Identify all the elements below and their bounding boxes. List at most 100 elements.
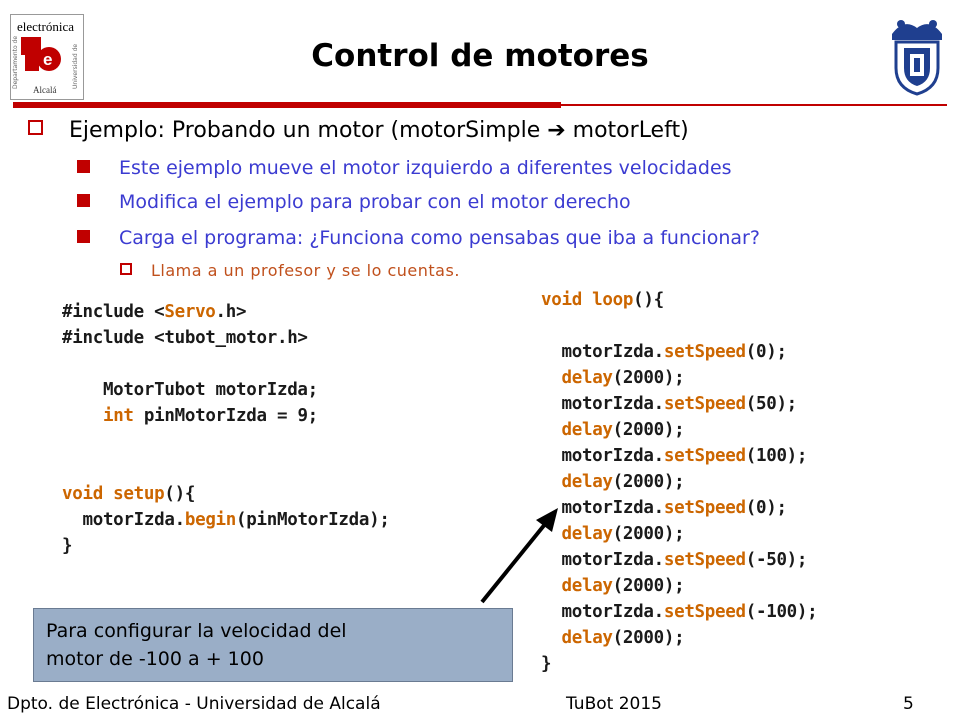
svg-text:electrónica: electrónica [17,19,74,34]
code-line: delay(2000); [541,521,684,547]
code-text: (50); [745,394,797,414]
callout-line: motor de -100 a + 100 [46,648,264,670]
footer-course: TuBot 2015 [566,694,662,714]
code-line: MotorTubot motorIzda; [62,377,318,403]
code-keyword: setSpeed [663,550,746,570]
code-line: motorIzda.setSpeed(50); [541,391,797,417]
code-line: void setup(){ [62,481,195,507]
filled-square-bullet-icon [77,230,90,243]
code-text [541,472,561,492]
svg-text:Departamento de: Departamento de [12,36,19,89]
bullet-level2-item: Carga el programa: ¿Funciona como pensab… [77,227,760,249]
code-text: motorIzda. [541,394,664,414]
svg-text:Alcalá: Alcalá [33,85,56,95]
code-keyword: delay [561,524,613,544]
code-text: pinMotorIzda = 9; [133,406,318,426]
code-keyword: int [102,406,134,426]
bullet-level2-item: Este ejemplo mueve el motor izquierdo a … [77,157,732,179]
code-text: (0); [745,498,787,518]
code-text: (100); [745,446,808,466]
filled-square-bullet-icon [77,160,90,173]
code-text: (){ [164,484,196,504]
title-divider-accent [13,102,561,108]
code-text: (2000); [612,524,685,544]
bullet-level1-text: Ejemplo: Probando un motor (motorSimple … [69,118,689,143]
code-keyword: delay [561,368,613,388]
hollow-square-bullet-icon [28,120,43,135]
code-text: (0); [745,342,787,362]
bullet-level3: Llama a un profesor y se lo cuentas. [120,261,460,280]
code-keyword: delay [561,628,613,648]
footer-page-number: 5 [903,694,914,714]
svg-text:e: e [43,50,52,69]
code-keyword: delay [561,420,613,440]
bullet-level2-text: Carga el programa: ¿Funciona como pensab… [119,227,760,249]
code-text [541,628,561,648]
code-snippet-loop: void loop(){ motorIzda.setSpeed(0); dela… [541,287,841,687]
code-line: motorIzda.setSpeed(-100); [541,599,817,625]
code-line: motorIzda.setSpeed(0); [541,339,787,365]
code-text: (){ [633,290,664,310]
code-text: } [541,654,552,674]
code-text: (-50); [745,550,808,570]
bullet-level1: Ejemplo: Probando un motor (motorSimple … [28,118,689,143]
code-keyword: delay [561,576,613,596]
code-keyword: Servo [164,302,216,322]
slide-title: Control de motores [311,38,649,74]
code-text: #include < [62,302,165,322]
svg-text:Universidad de: Universidad de [72,44,79,89]
code-line: } [541,651,552,677]
bullet-level2-item: Modifica el ejemplo para probar con el m… [77,191,631,213]
code-text: motorIzda. [541,550,664,570]
callout-text: Para configurar la velocidad del motor d… [46,617,347,673]
code-line: delay(2000); [541,625,684,651]
code-line: motorIzda.begin(pinMotorIzda); [62,507,390,533]
bullet-level3-text: Llama a un profesor y se lo cuentas. [151,261,460,280]
code-text: (2000); [612,420,685,440]
bullet-level2-text: Modifica el ejemplo para probar con el m… [119,191,631,213]
code-keyword: delay [561,472,613,492]
code-line: delay(2000); [541,417,684,443]
code-text: motorIzda. [541,498,664,518]
code-line: motorIzda.setSpeed(100); [541,443,807,469]
code-keyword: setSpeed [663,342,746,362]
bullet-level2-text: Este ejemplo mueve el motor izquierdo a … [119,157,732,179]
code-keyword: setSpeed [663,394,746,414]
code-text: (2000); [612,576,685,596]
code-text [541,368,561,388]
code-line: motorIzda.setSpeed(-50); [541,547,807,573]
code-snippet-setup: #include <Servo.h>#include <tubot_motor.… [62,299,482,589]
code-text: motorIzda. [62,510,185,530]
code-line: int pinMotorIzda = 9; [62,403,318,429]
code-line: delay(2000); [541,365,684,391]
code-keyword: setSpeed [663,498,746,518]
code-text: (2000); [612,368,685,388]
code-keyword: setSpeed [663,602,746,622]
code-line: #include <tubot_motor.h> [62,325,308,351]
code-text: } [62,536,73,556]
code-line: #include <Servo.h> [62,299,247,325]
callout-box: Para configurar la velocidad del motor d… [33,608,513,682]
code-text: (-100); [745,602,818,622]
code-line: void loop(){ [541,287,664,313]
code-keyword: void loop [541,290,634,310]
code-text [62,406,103,426]
code-text: motorIzda. [541,446,664,466]
code-text: motorIzda. [541,602,664,622]
code-line: } [62,533,73,559]
code-text: (pinMotorIzda); [236,510,390,530]
code-text: (2000); [612,628,685,648]
code-text: .h> [215,302,247,322]
code-line: delay(2000); [541,469,684,495]
pointer-arrow-icon [480,508,558,604]
code-keyword: setSpeed [663,446,746,466]
footer-department: Dpto. de Electrónica - Universidad de Al… [7,694,381,714]
code-text [541,420,561,440]
code-line: delay(2000); [541,573,684,599]
code-text: MotorTubot motorIzda; [62,380,318,400]
code-text: (2000); [612,472,685,492]
university-crest-logo [884,14,950,96]
electronica-department-logo: electrónica e Alcalá Departamento de Uni… [10,14,84,100]
code-text: motorIzda. [541,342,664,362]
code-line: motorIzda.setSpeed(0); [541,495,787,521]
